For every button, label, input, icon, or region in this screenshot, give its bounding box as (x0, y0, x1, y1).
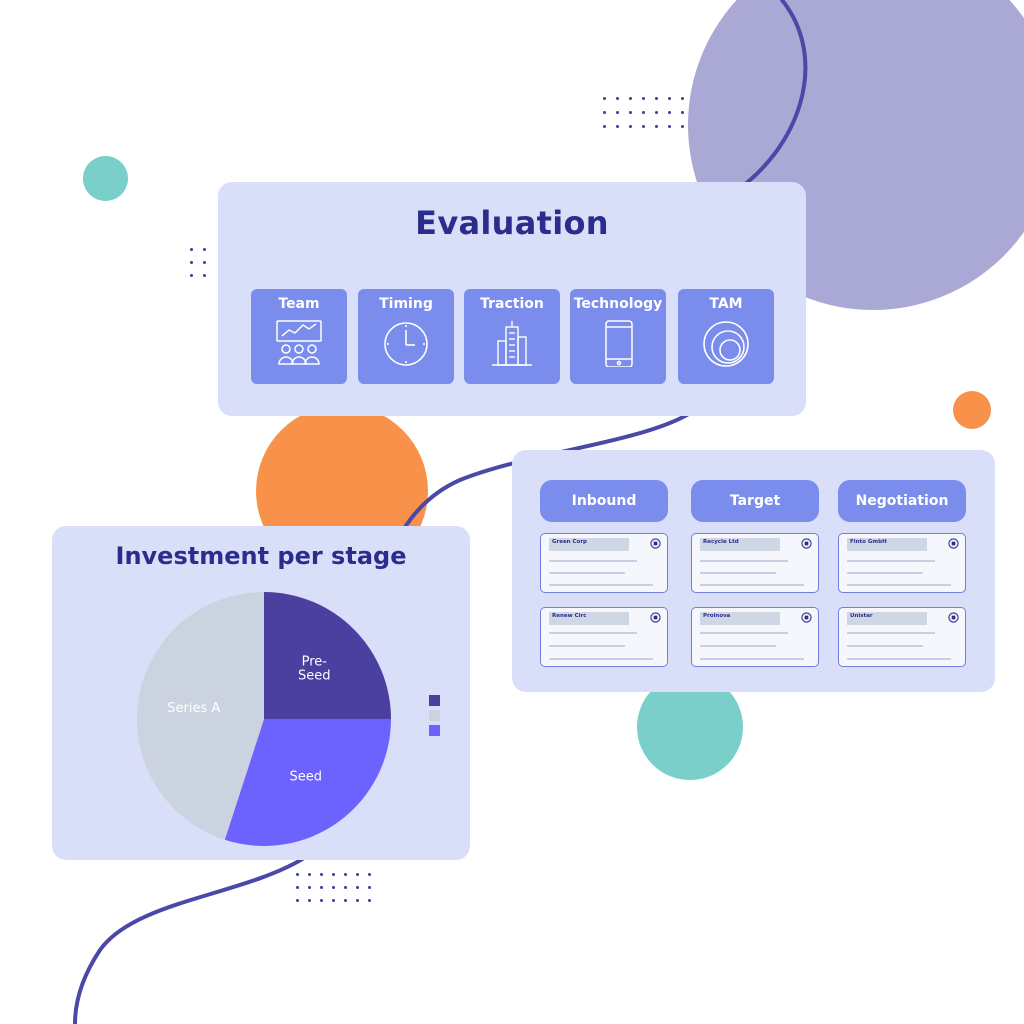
deal-card[interactable]: Unistar (838, 607, 966, 667)
team-presentation-icon (276, 320, 322, 365)
company-logo-icon (948, 538, 959, 549)
pie-label-seed: Seed (290, 770, 323, 785)
column-header-inbound[interactable]: Inbound (540, 480, 668, 522)
dot-grid-bottom (296, 873, 371, 902)
legend-swatch-pre-seed (429, 695, 440, 706)
legend-swatch-series-a (429, 710, 440, 721)
criterion-label: Team (278, 296, 320, 312)
deal-card[interactable]: Renew Circ (540, 607, 668, 667)
company-logo-icon (801, 612, 812, 623)
pie-slice-seed (224, 719, 391, 846)
criterion-tam[interactable]: TAM (678, 289, 774, 384)
company-logo-icon (650, 538, 661, 549)
criterion-technology[interactable]: Technology (570, 289, 666, 384)
deal-name: Renew Circ (552, 613, 587, 619)
deal-card[interactable]: Finto GmbH (838, 533, 966, 593)
criterion-timing[interactable]: Timing (358, 289, 454, 384)
smartphone-icon (605, 320, 633, 367)
criterion-label: TAM (709, 296, 743, 312)
evaluation-card: Evaluation Team Timing Traction (218, 182, 806, 416)
orange-dot (953, 391, 991, 429)
pie-label-pre-seed: Pre-Seed (298, 655, 331, 684)
pie-slice-series-a (137, 592, 264, 840)
clock-icon (384, 322, 428, 366)
deal-name: Unistar (850, 613, 873, 619)
dot-grid-left (190, 248, 206, 277)
criterion-label: Timing (379, 296, 433, 312)
deal-pipeline-card: Inbound Target Negotiation Green Corp Re… (512, 450, 995, 692)
pie-slice-pre-seed (264, 592, 391, 719)
criterion-label: Traction (480, 296, 544, 312)
deal-card[interactable]: Recycle Ltd (691, 533, 819, 593)
column-header-target[interactable]: Target (691, 480, 819, 522)
company-logo-icon (948, 612, 959, 623)
criterion-label: Technology (573, 296, 663, 312)
building-icon (492, 321, 532, 366)
teal-dot (83, 156, 128, 201)
criterion-traction[interactable]: Traction (464, 289, 560, 384)
criterion-team[interactable]: Team (251, 289, 347, 384)
concentric-circles-icon (703, 321, 749, 367)
deal-name: Green Corp (552, 539, 587, 545)
company-logo-icon (650, 612, 661, 623)
deal-name: Recycle Ltd (703, 539, 739, 545)
deal-name: Finto GmbH (850, 539, 887, 545)
dot-grid-top-right (603, 97, 684, 128)
deal-card[interactable]: Green Corp (540, 533, 668, 593)
investment-title: Investment per stage (115, 542, 407, 570)
legend-swatch-seed (429, 725, 440, 736)
deal-card[interactable]: Proinova (691, 607, 819, 667)
deal-name: Proinova (703, 613, 731, 619)
column-header-negotiation[interactable]: Negotiation (838, 480, 966, 522)
evaluation-title: Evaluation (415, 204, 609, 242)
company-logo-icon (801, 538, 812, 549)
pie-label-series-a: Series A (167, 701, 220, 716)
